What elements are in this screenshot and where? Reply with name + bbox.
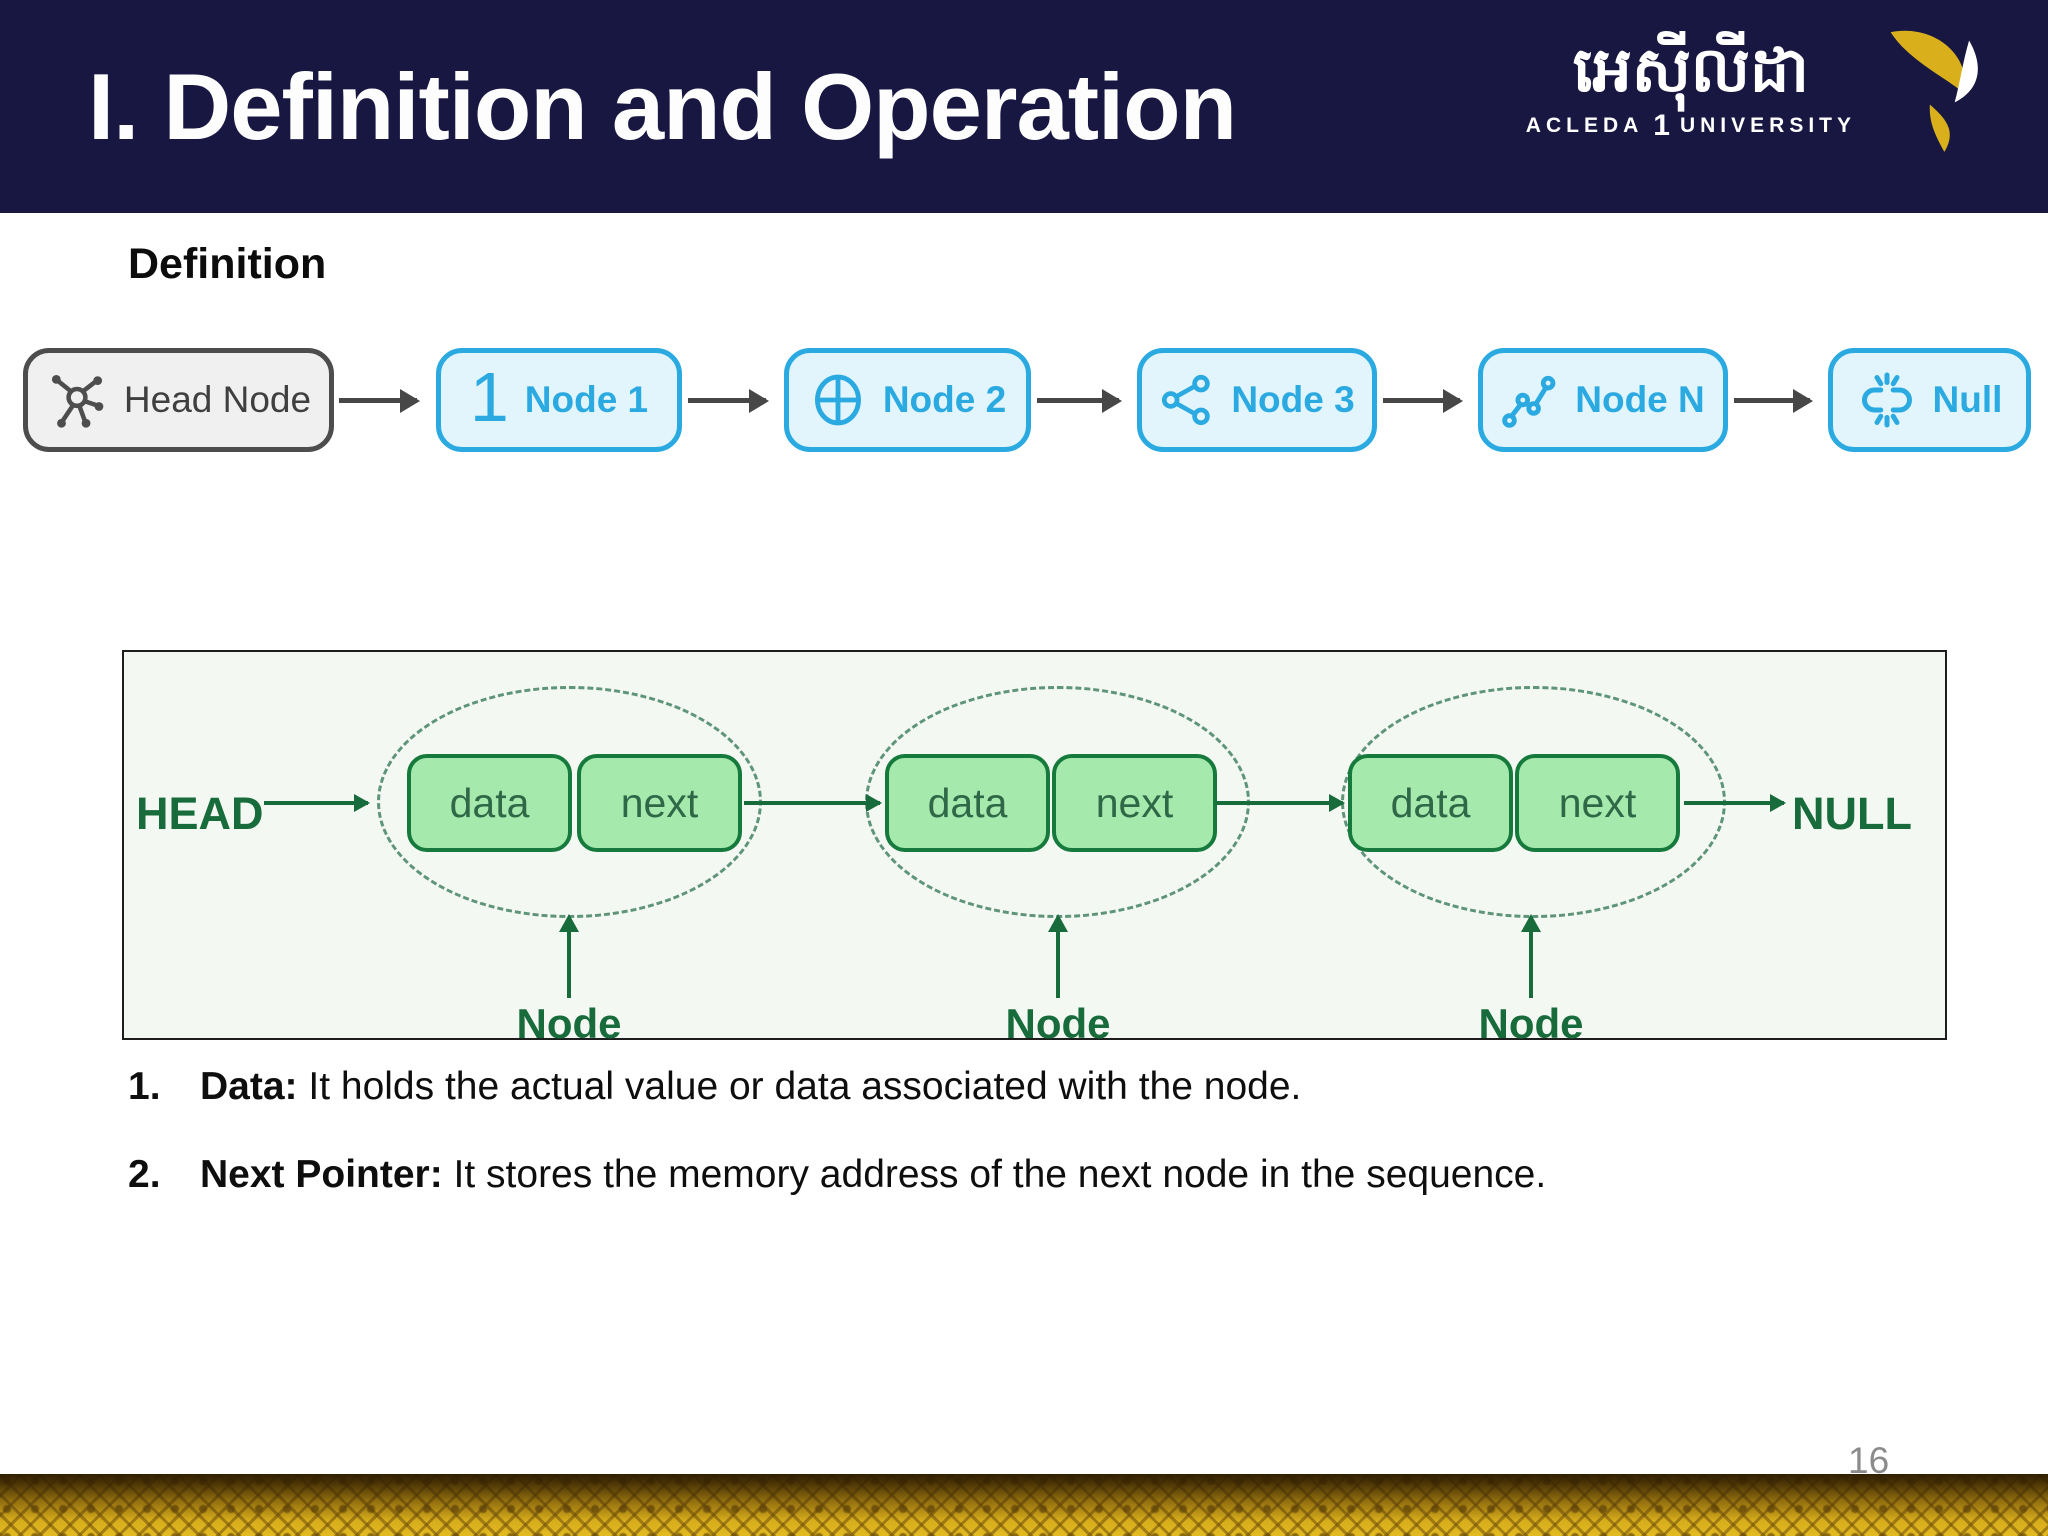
node-1-label: Node 1: [524, 379, 649, 420]
list-item-lead: Data:: [200, 1065, 298, 1108]
node-n-box: Node N: [1478, 348, 1728, 452]
node-1-box: 1 Node 1: [436, 348, 682, 452]
route-graph-icon: [1502, 375, 1556, 428]
node-2-box: Node 2: [784, 348, 1031, 452]
diagram-arrow: [264, 801, 368, 805]
diagram-null-label: NULL: [1792, 788, 1912, 839]
share-icon: [1162, 374, 1211, 426]
list-item-number: 2.: [128, 1153, 161, 1196]
data-cell: data: [1348, 754, 1513, 852]
bird-logo-icon: [1890, 30, 1978, 152]
next-cell: next: [1052, 754, 1217, 852]
logo-subtext: ACLEDA 1 UNIVERSITY: [1526, 109, 1856, 143]
chain-arrow: [1037, 398, 1119, 403]
node-caption: Node: [1478, 1000, 1584, 1047]
chain-arrow: [1383, 398, 1460, 403]
network-hub-icon: [51, 374, 104, 428]
chain-arrow: [1734, 398, 1810, 403]
logo-one-mark: 1: [1653, 109, 1670, 143]
list-item-lead: Next Pointer:: [200, 1153, 443, 1196]
logo-khmer-text: អេស៊ីលីដា: [1572, 35, 1809, 105]
node-pointer-arrow: [567, 928, 571, 998]
null-label: Null: [1932, 379, 2003, 420]
next-cell: next: [1515, 754, 1680, 852]
logo-university-text: UNIVERSITY: [1679, 114, 1856, 138]
definition-list: 1. Data: It holds the actual value or da…: [128, 1062, 1968, 1238]
null-box: Null: [1828, 348, 2031, 452]
node-caption: Node: [1005, 1000, 1111, 1047]
list-item-text: It holds the actual value or data associ…: [297, 1065, 1302, 1108]
page-title: I. Definition and Operation: [88, 54, 1237, 159]
list-item-number: 1.: [128, 1065, 161, 1108]
node-3-label: Node 3: [1231, 379, 1355, 420]
diagram-arrow: [744, 801, 880, 805]
list-item-text: It stores the memory address of the next…: [442, 1153, 1547, 1196]
node-3-box: Node 3: [1137, 348, 1377, 452]
chain-arrow: [339, 398, 417, 403]
node-pointer-arrow: [1529, 928, 1533, 998]
broken-link-icon: [1861, 372, 1912, 428]
head-node-label: Head Node: [123, 379, 312, 420]
university-logo: អេស៊ីលីដា ACLEDA 1 UNIVERSITY: [1526, 26, 1986, 154]
next-cell: next: [577, 754, 742, 852]
section-heading: Definition: [128, 240, 327, 288]
node-structure-diagram: HEAD NULL data next data next data next …: [122, 650, 1947, 1047]
node-2-label: Node 2: [882, 379, 1007, 420]
diagram-arrow: [1215, 801, 1343, 805]
number-one-icon: 1: [469, 358, 509, 436]
data-cell: data: [407, 754, 572, 852]
list-item: 1. Data: It holds the actual value or da…: [128, 1062, 1968, 1112]
data-cell: data: [885, 754, 1050, 852]
diagram-head-label: HEAD: [136, 788, 264, 839]
head-node-box: Head Node: [23, 348, 334, 452]
diagram-arrow: [1684, 801, 1784, 805]
logo-text: អេស៊ីលីដា ACLEDA 1 UNIVERSITY: [1526, 35, 1856, 143]
decorative-footer-band: [0, 1474, 2048, 1536]
list-item: 2. Next Pointer: It stores the memory ad…: [128, 1150, 1968, 1200]
logo-acleda-text: ACLEDA: [1525, 114, 1644, 138]
node-n-label: Node N: [1575, 379, 1705, 420]
circle-crosshair-icon: [814, 374, 861, 426]
node-caption: Node: [516, 1000, 622, 1047]
node-pointer-arrow: [1056, 928, 1060, 998]
header-bar: I. Definition and Operation អេស៊ីលីដា AC…: [0, 0, 2048, 213]
chain-arrow: [688, 398, 766, 403]
